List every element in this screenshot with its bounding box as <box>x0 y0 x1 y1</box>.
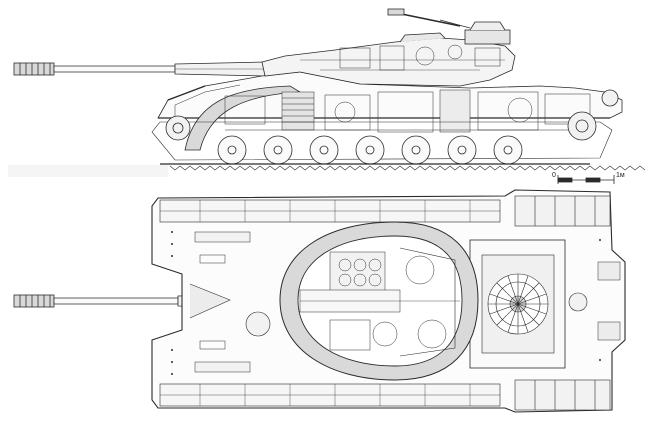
side-internal-compartments <box>224 89 591 133</box>
side-gun-barrel <box>13 61 266 77</box>
side-view <box>13 8 645 171</box>
side-hull <box>157 71 623 119</box>
road-wheel <box>309 135 339 165</box>
driver-hatch <box>245 311 271 337</box>
idler-wheel <box>567 111 597 141</box>
scale-end-label: 1м <box>616 172 625 179</box>
side-track <box>169 165 645 171</box>
turret-internals <box>299 247 460 357</box>
road-wheel <box>447 135 477 165</box>
drive-sprocket <box>165 115 191 141</box>
road-wheel <box>493 135 523 165</box>
road-wheel <box>263 135 293 165</box>
scale-bar <box>557 175 615 184</box>
rear-stowage-boxes <box>514 195 611 411</box>
top-view <box>13 189 626 413</box>
engine-fan-assembly <box>481 254 555 354</box>
side-turret <box>261 8 516 87</box>
faded-watermark <box>8 165 168 177</box>
road-wheel <box>217 135 247 165</box>
road-wheel <box>401 135 431 165</box>
hull-rivets <box>171 231 601 375</box>
road-wheel <box>355 135 385 165</box>
front-splash-guard <box>189 283 231 319</box>
rear-hatch <box>568 292 588 312</box>
scale-start-label: 0 <box>552 172 556 179</box>
side-running-gear <box>151 89 619 165</box>
